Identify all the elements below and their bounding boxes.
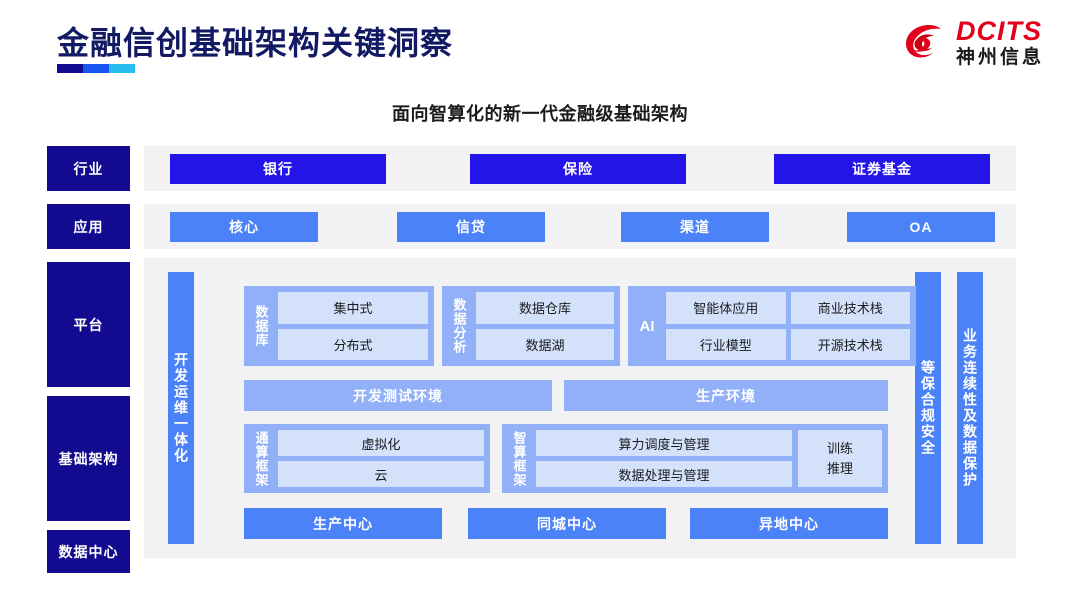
group-general-compute-framework: 通算框架 虚拟化 云 [244, 424, 490, 493]
cell-industry-model[interactable]: 行业模型 [666, 328, 786, 360]
datacenter-chip-remote[interactable]: 异地中心 [690, 508, 888, 539]
cell-centralized[interactable]: 集中式 [278, 292, 428, 324]
env-bar-production[interactable]: 生产环境 [564, 380, 888, 411]
side-bar-compliance-security: 等保合规安全 [915, 272, 941, 544]
brand-logo: DCITS 神州信息 [901, 18, 1044, 67]
group-label-ai: AI [639, 317, 655, 335]
cell-distributed[interactable]: 分布式 [278, 328, 428, 360]
group-ai: AI 智能体应用 商业技术栈 行业模型 开源技术栈 [628, 286, 916, 366]
industry-row-panel: 银行 保险 证券基金 [144, 146, 1016, 191]
group-label-intelligent-compute: 智算框架 [511, 430, 527, 487]
application-chip-core[interactable]: 核心 [170, 212, 318, 242]
platform-infrastructure-panel: 开发运维一体化 等保合规安全 业务连续性及数据保护 数据库 集中式 分布式 数据… [144, 258, 1016, 558]
diagram-subtitle: 面向智算化的新一代金融级基础架构 [392, 104, 688, 124]
cell-training-inference[interactable]: 训练 推理 [798, 430, 882, 487]
logo-cn-text: 神州信息 [955, 47, 1044, 68]
group-label-general-compute: 通算框架 [253, 430, 269, 487]
layer-label-datacenter: 数据中心 [47, 530, 130, 573]
cell-data-warehouse[interactable]: 数据仓库 [476, 292, 614, 324]
rule-segment-navy [57, 64, 83, 73]
cell-data-lake[interactable]: 数据湖 [476, 328, 614, 360]
logo-en-text: DCITS [955, 16, 1042, 46]
application-chip-credit[interactable]: 信贷 [397, 212, 545, 242]
industry-chip-bank[interactable]: 银行 [170, 154, 386, 184]
rule-segment-blue [83, 64, 109, 73]
layer-label-industry: 行业 [47, 146, 130, 191]
cell-commercial-stack[interactable]: 商业技术栈 [790, 292, 910, 324]
industry-chip-insurance[interactable]: 保险 [470, 154, 686, 184]
cell-cloud[interactable]: 云 [278, 461, 484, 487]
rule-segment-cyan [109, 64, 135, 73]
layer-label-infrastructure: 基础架构 [47, 396, 130, 521]
application-chip-oa[interactable]: OA [847, 212, 995, 242]
logo-wordmark: DCITS 神州信息 [955, 16, 1044, 68]
title-underline-rule [57, 64, 135, 73]
cell-agent-application[interactable]: 智能体应用 [666, 292, 786, 324]
layer-label-platform: 平台 [47, 262, 130, 387]
application-row-panel: 核心 信贷 渠道 OA [144, 204, 1016, 249]
cell-compute-scheduling[interactable]: 算力调度与管理 [536, 430, 792, 456]
dcits-swirl-icon [901, 20, 947, 66]
side-bar-business-continuity: 业务连续性及数据保护 [957, 272, 983, 544]
cell-opensource-stack[interactable]: 开源技术栈 [790, 328, 910, 360]
page-title: 金融信创基础架构关键洞察 [57, 25, 454, 61]
group-label-data-analytics: 数据分析 [451, 298, 467, 354]
cell-data-processing[interactable]: 数据处理与管理 [536, 461, 792, 487]
group-intelligent-compute-framework: 智算框架 算力调度与管理 数据处理与管理 训练 推理 [502, 424, 888, 493]
datacenter-chip-same-city[interactable]: 同城中心 [468, 508, 666, 539]
layer-label-application: 应用 [47, 204, 130, 249]
env-bar-dev-test[interactable]: 开发测试环境 [244, 380, 552, 411]
datacenter-chip-production[interactable]: 生产中心 [244, 508, 442, 539]
application-chip-channel[interactable]: 渠道 [621, 212, 769, 242]
cell-virtualization[interactable]: 虚拟化 [278, 430, 484, 456]
group-data-analytics: 数据分析 数据仓库 数据湖 [442, 286, 620, 366]
group-label-database: 数据库 [253, 305, 269, 347]
group-database: 数据库 集中式 分布式 [244, 286, 434, 366]
side-bar-devops: 开发运维一体化 [168, 272, 194, 544]
industry-chip-securities[interactable]: 证券基金 [774, 154, 990, 184]
